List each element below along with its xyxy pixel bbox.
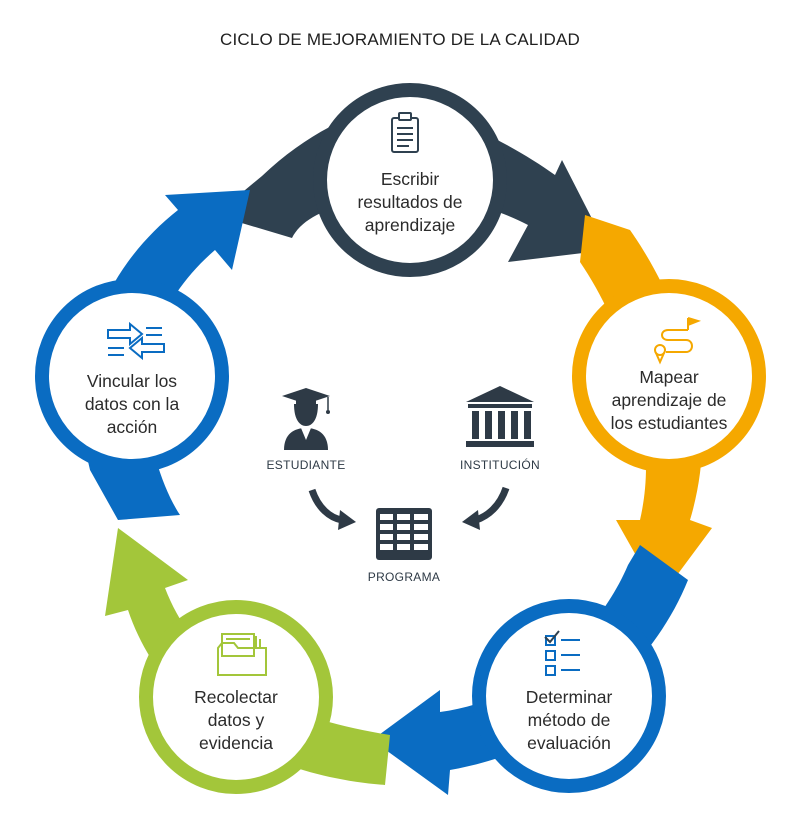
student-icon [282,388,330,450]
diagram-title: CICLO DE MEJORAMIENTO DE LA CALIDAD [220,30,580,49]
folder-icon [217,633,267,676]
arrow-blue [372,545,688,795]
curved-arrow-right-head [462,510,480,530]
institution-icon [466,386,534,447]
label-programa: PROGRAMA [367,570,441,584]
circle-vincular [35,279,229,473]
curved-arrow-left-head [338,510,356,530]
exchange-arrows-icon [107,321,165,361]
curved-arrow-left [308,488,343,524]
circle-recolectar [139,600,333,794]
route-map-icon [654,317,702,365]
label-institucion: INSTITUCIÓN [460,458,540,472]
circle-mapear [572,279,766,473]
step-circles [35,83,766,794]
label-estudiante: ESTUDIANTE [266,458,346,472]
curved-arrow-right [474,486,510,524]
program-icon [376,508,432,560]
clipboard-icon [391,112,419,153]
checklist-icon [544,630,580,676]
circle-escribir [313,83,507,277]
circle-determinar [472,599,666,793]
